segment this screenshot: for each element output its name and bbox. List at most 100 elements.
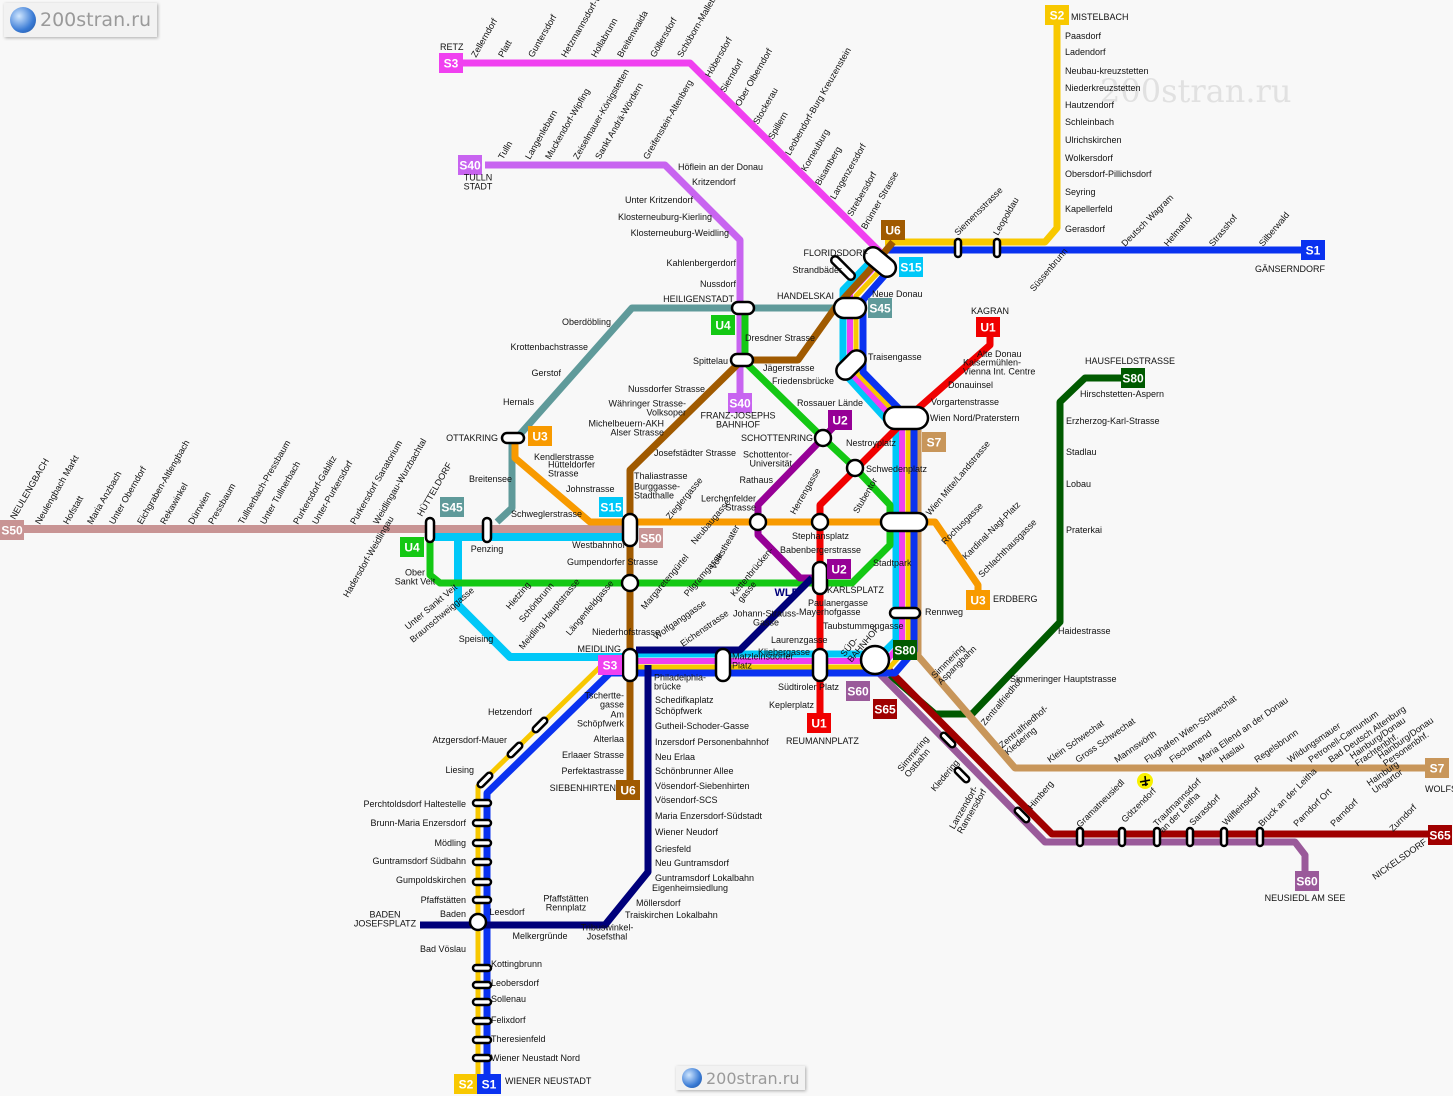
line-badge-s60[interactable]: S60 [846,681,870,701]
station-label[interactable]: Atzgersdorf-Mauer [432,735,507,745]
station-label[interactable]: Hofstatt [61,494,85,526]
station-label[interactable]: Friedensbrücke [772,376,834,386]
station-label[interactable]: Schöpfwerk [655,706,703,716]
station-label[interactable]: Burggasse-Stadthalle [634,482,680,501]
interchange-station[interactable] [621,647,639,683]
line-badge-s80[interactable]: S80 [893,640,917,660]
interchange-station[interactable] [620,573,640,593]
station-label[interactable]: SCHOTTENRING [741,433,813,443]
station-label[interactable]: HainburgUngartor [1365,759,1406,796]
interchange-station[interactable] [888,606,922,620]
interchange-station[interactable] [1117,826,1127,848]
station-label[interactable]: Paulanergasse [808,598,868,608]
line-badge-s3[interactable]: S3 [598,655,622,675]
station-label[interactable]: GÄNSERNDORF [1255,264,1326,274]
interchange-station[interactable] [471,895,493,905]
interchange-station[interactable] [1219,826,1229,848]
station-label[interactable]: Mödling [434,838,466,848]
station-label[interactable]: Klosterneuburg-Weidling [631,228,729,238]
line-badge-s1[interactable]: S1 [1301,240,1325,260]
line-badge-s1[interactable]: S1 [477,1074,501,1094]
station-label[interactable]: Westbahnhof [572,540,625,550]
station-label[interactable]: Nussdorfer Strasse [628,384,705,394]
station-label[interactable]: NEUSIEDL AM SEE [1265,893,1346,903]
station-label[interactable]: OTTAKRING [446,433,498,443]
station-label[interactable]: Schweglerstrasse [511,509,582,519]
interchange-station[interactable] [481,516,493,544]
line-badge-s45[interactable]: S45 [868,298,892,318]
station-label[interactable]: Brunn-Maria Enzersdorf [370,818,466,828]
station-label[interactable]: Tribuswinkel-Josefsthal [581,923,634,942]
station-label[interactable]: Platt [496,38,514,59]
interchange-station[interactable] [471,877,493,887]
interchange-station[interactable] [730,300,756,316]
interchange-station[interactable] [748,512,768,532]
line-badge-s40[interactable]: S40 [728,393,752,413]
interchange-station[interactable] [811,647,829,683]
station-label[interactable]: Helmahof [1162,212,1195,248]
station-label[interactable]: Eigenheimsiedlung [652,883,728,893]
interchange-station[interactable] [832,296,868,320]
station-label[interactable]: KARLSPLATZ [827,585,884,595]
station-label[interactable]: Wolkersdorf [1065,153,1113,163]
station-label[interactable]: Parndorf [1328,797,1360,829]
interchange-station[interactable] [953,766,971,784]
station-label[interactable]: Baden [440,909,466,919]
station-label[interactable]: Leobersdorf [491,978,540,988]
station-label[interactable]: Praterkai [1066,525,1102,535]
station-label[interactable]: Rennweg [925,607,963,617]
interchange-station[interactable] [1152,826,1162,848]
station-label[interactable]: Gumpendorfer Strasse [567,557,658,567]
interchange-station[interactable] [471,980,493,990]
line-badge-s2[interactable]: S2 [454,1074,478,1094]
interchange-station[interactable] [471,963,493,973]
station-label[interactable]: Bad Vöslau [420,944,466,954]
line-badge-s15[interactable]: S15 [599,497,623,517]
station-label[interactable]: Hetzendorf [488,707,533,717]
line-badge-s7[interactable]: S7 [1425,758,1449,778]
interchange-station[interactable] [879,511,929,533]
station-label[interactable]: Griesfeld [655,844,691,854]
station-label[interactable]: Silberwald [1257,210,1291,248]
station-label[interactable]: Zurndorf [1387,802,1418,833]
station-label[interactable]: SIEBENHIRTEN [550,783,616,793]
line-badge-u4[interactable]: U4 [711,315,735,335]
station-label[interactable]: Lobau [1066,479,1091,489]
interchange-station[interactable] [621,512,639,548]
station-label[interactable]: MISTELBACH [1071,12,1129,22]
station-label[interactable]: Höflein an der Donau [678,162,763,172]
interchange-station[interactable] [531,716,549,734]
station-label[interactable]: Guntersdorf [526,12,559,59]
line-badge-s15[interactable]: S15 [899,257,923,277]
station-label[interactable]: Schleinbach [1065,117,1114,127]
station-label[interactable]: Wiener Neudorf [655,827,719,837]
station-label[interactable]: REUMANNPLATZ [786,736,859,746]
interchange-station[interactable] [845,458,865,478]
station-label[interactable]: Schönbrunner Allee [655,766,734,776]
station-label[interactable]: Vorgartenstrasse [931,397,999,407]
station-label[interactable]: KAGRAN [971,306,1009,316]
station-label[interactable]: HAUSFELDSTRASSE [1085,356,1175,366]
interchange-station[interactable] [476,771,494,789]
interchange-station[interactable] [833,347,870,384]
station-label[interactable]: FLORIDSDORF [803,248,868,258]
station-label[interactable]: Vösendorf-SCS [655,795,718,805]
station-label[interactable]: Dresdner Strasse [745,333,815,343]
station-label[interactable]: Leesdorf [489,907,525,917]
interchange-station[interactable] [729,352,755,368]
interchange-station[interactable] [860,244,899,281]
station-label[interactable]: Philadelphia-brücke [654,673,706,692]
line-badge-s80[interactable]: S80 [1121,368,1145,388]
station-label[interactable]: Lanzendorf-Rannersdorf [947,782,988,835]
line-badge-s50[interactable]: S50 [639,528,663,548]
station-label[interactable]: Josefstädter Strasse [654,448,736,458]
interchange-station[interactable] [471,818,493,828]
station-label[interactable]: Nestroyplatz [846,438,897,448]
station-label[interactable]: Traiskirchen Lokalbahn [625,910,718,920]
station-label[interactable]: Kliebergasse [758,647,810,657]
station-label[interactable]: Trautmannsdorfan der Leitha [1151,776,1209,834]
interchange-station[interactable] [882,405,930,431]
